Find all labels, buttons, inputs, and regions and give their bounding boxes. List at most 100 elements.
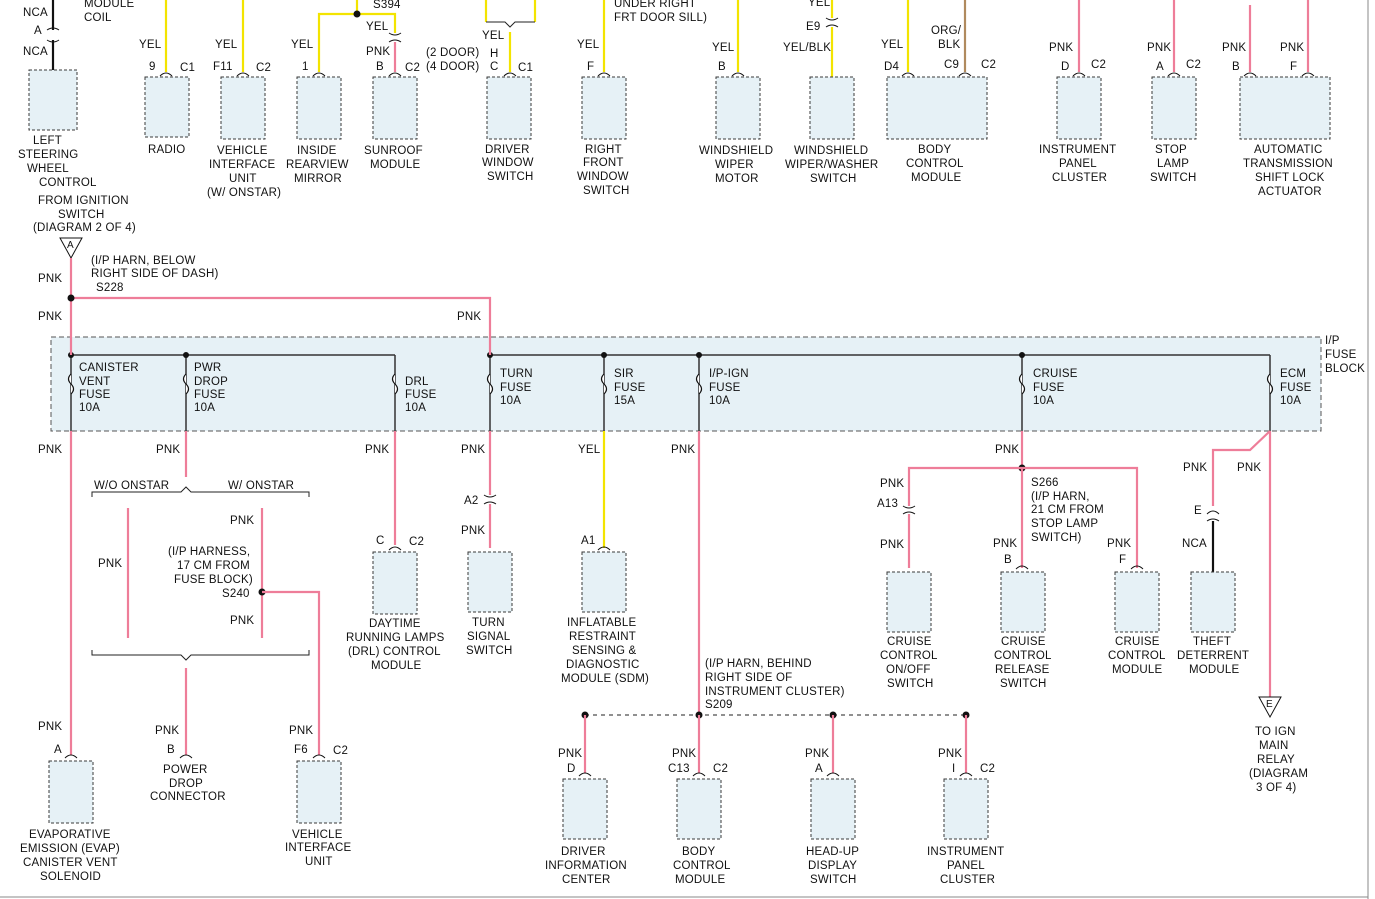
diagram-label: C2 [981,59,996,71]
diagram-label: MODULE [911,172,962,184]
diagram-label: TRANSMISSION [1243,158,1333,170]
diagram-label: YEL [712,42,735,54]
wire-segment [578,772,592,777]
component-box [486,76,532,140]
diagram-label: STOP LAMP [1031,518,1098,530]
diagram-label: YEL [291,39,314,51]
component-box [1190,571,1236,633]
diagram-label: INSTRUMENT [1039,144,1116,156]
fuse-symbol [1018,373,1026,395]
drl-control-module: C C2 DAYTIME RUNNING LAMPS (DRL) CONTROL… [346,535,444,672]
component-box [943,778,989,840]
diagram-label: FUSE [1280,382,1312,394]
diagram-label: MODULE [1189,664,1240,676]
fuse-symbol [67,373,75,395]
fuse-block-label: I/P [1325,335,1340,347]
diagram-label: DROP [194,376,228,388]
diagram-label: F [1119,554,1126,566]
diagram-label: A13 [877,498,898,510]
diagram-label: PANEL [947,860,985,872]
diagram-label: YEL [577,39,600,51]
diagram-label: MOTOR [715,173,759,185]
diagram-label: A1 [581,535,595,547]
diagram-label: WIPER [715,159,754,171]
component-box [886,76,988,140]
component-box [809,76,855,140]
wire-segment [1072,72,1086,77]
wire-label: PNK [38,273,62,285]
diagram-label: BODY [682,846,716,858]
wire-label: PNK [230,615,254,627]
diagram-label: B [1232,61,1240,73]
cruise-control-release-switch: PNK B CRUISE CONTROL RELEASE SWITCH [993,538,1052,690]
diagram-label: PNK [805,748,829,760]
component-box [1114,571,1160,633]
component-box [562,778,608,840]
diagram-label: B [376,61,384,73]
component-box [372,551,418,615]
diagram-label: A [1156,61,1164,73]
diagram-label: C1 [518,62,533,74]
diagram-label: PNK [880,539,904,551]
diagram-label: BODY [918,144,952,156]
diagram-label: YEL [215,39,238,51]
wire-segment [1211,430,1271,506]
splice-s228 [67,294,75,302]
diagram-label: 10A [1033,395,1054,407]
diagram-label: CRUISE [887,636,932,648]
body-control-module-lower: PNK C13 C2 BODY CONTROL MODULE [668,748,731,886]
wire-label: PNK [156,444,180,456]
wire-label: PNK [1237,462,1261,474]
diagram-label: F [1290,61,1297,73]
wire-segment [486,21,535,28]
diagram-label: CONTROL [994,650,1052,662]
wire-segment [959,772,973,777]
theft-deterrent-module: E NCA THEFT DETERRENT MODULE [1177,505,1249,676]
diagram-label: C2 [256,62,271,74]
wire-segment [388,546,402,551]
head-up-display-switch: PNK A HEAD-UP DISPLAY SWITCH [805,748,859,886]
diagram-label: FUSE BLOCK) [174,574,253,586]
diagram-label: 1 [302,61,309,73]
diagram-label: MIRROR [294,173,342,185]
diagram-label: CENTER [562,874,610,886]
harness-note: RIGHT SIDE OF DASH) [91,268,219,280]
diagram-label: CANISTER [79,362,139,374]
diagram-label: S240 [222,588,250,600]
diagram-label: FUSE [709,382,741,394]
diagram-label: RESTRAINT [569,631,636,643]
diagram-label: STOP [1155,144,1187,156]
component-box [144,76,190,138]
diagram-label: AUTOMATIC [1254,144,1322,156]
diagram-label: C13 [668,763,690,775]
diagram-label: DRIVER [485,144,530,156]
diagram-label: STEERING [18,149,78,161]
cruise-control-onoff-switch: PNK A13 PNK CRUISE CONTROL ON/OFF SWITCH [877,478,938,690]
diagram-label: C2 [409,536,424,548]
diagram-label: C2 [713,763,728,775]
diagram-label: YEL [881,39,904,51]
diagram-label: CONTROL [880,650,938,662]
diagram-label: FRT DOOR SILL) [614,12,707,24]
windshield-wiper-washer-switch: YEL E9 YEL/BLK WINDSHIELD WIPER/WASHER S… [783,0,878,185]
sdm: A1 INFLATABLE RESTRAINT SENSING & DIAGNO… [561,535,649,685]
left-steering-wheel-control: NCA MODULE COIL A NCA LEFT STEERING WHEE… [18,0,134,189]
diagram-label: PNK [993,538,1017,550]
wire-segment [388,72,402,77]
diagram-label: D [1061,61,1070,73]
component-box [1239,76,1331,140]
diagram-label: PANEL [1059,158,1097,170]
diagram-label: DRIVER [561,846,606,858]
diagram-label: TURN [500,368,533,380]
diagram-label: C2 [333,745,348,757]
stop-lamp-switch: PNK A C2 STOP LAMP SWITCH [1147,0,1201,184]
fuse-ip-ign: I/P-IGN FUSE 10A [709,368,749,407]
wire-label: PNK [995,444,1019,456]
component-box [810,778,856,840]
diagram-label: SWITCH [1150,172,1197,184]
diagram-label: INSTRUMENT [927,846,1004,858]
diagram-label: COIL [84,12,112,24]
diagram-label: CLUSTER [940,874,995,886]
